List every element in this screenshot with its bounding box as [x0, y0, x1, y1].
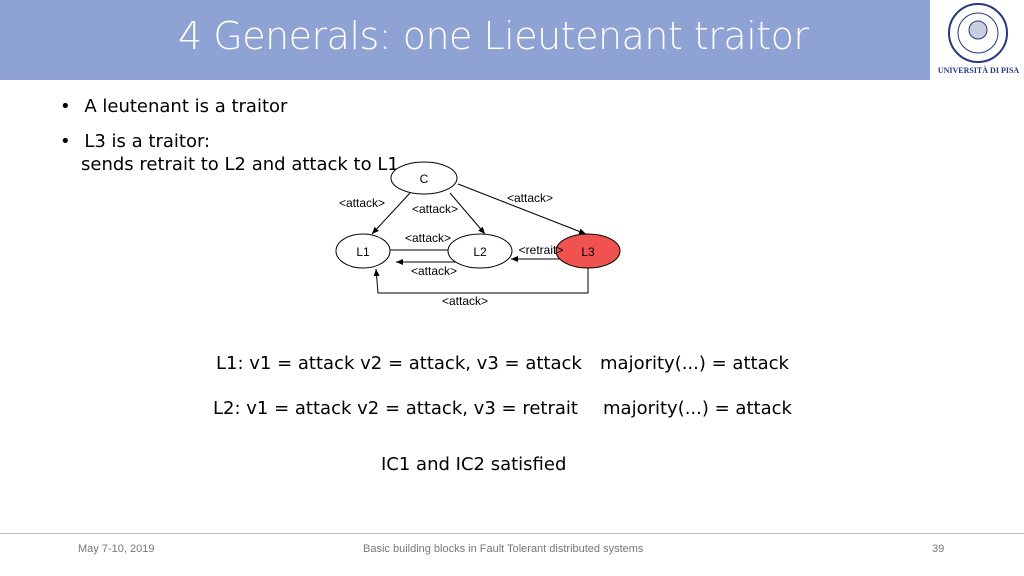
conclusion: IC1 and IC2 satisfied: [381, 454, 567, 475]
bullet-1: • A leutenant is a traitor: [60, 96, 288, 117]
edge-l2-l1-label: <attack>: [411, 264, 457, 278]
edge-c-l2-label: <attack>: [412, 202, 458, 216]
edge-c-l1-label: <attack>: [339, 196, 385, 210]
edge-c-l1: [371, 192, 411, 235]
l1-values: L1: v1 = attack v2 = attack, v3 = attack: [216, 353, 582, 374]
edge-l1-l2-label: <attack>: [405, 231, 451, 245]
edge-c-l3-label: <attack>: [507, 191, 553, 205]
node-l3: [555, 233, 621, 269]
bullet-2: • L3 is a traitor:: [60, 131, 211, 152]
page-number: 39: [932, 543, 945, 555]
node-c: [390, 161, 458, 195]
node-l1-label: L1: [356, 245, 370, 259]
footer-divider: [0, 533, 1024, 534]
university-logo: UNIVERSITÀ DI PISA: [933, 0, 1024, 80]
slide-title: 4 Generals: one Lieutenant traitor: [178, 14, 809, 58]
l1-majority: majority(...) = attack: [600, 353, 789, 374]
edge-l3-l1: [373, 268, 589, 294]
node-c-label: C: [420, 172, 429, 186]
edge-c-l2: [449, 192, 486, 235]
edge-l3-l2-label: <retrait>: [519, 243, 564, 257]
node-l2-label: L2: [473, 245, 487, 259]
footer-date: May 7-10, 2019: [78, 543, 155, 555]
edge-l3-l1-label: <attack>: [442, 294, 488, 308]
edge-c-l3: [457, 183, 587, 235]
seal-icon: [948, 3, 1008, 63]
footer-course: Basic building blocks in Fault Tolerant …: [363, 543, 644, 555]
node-l1: [335, 233, 391, 269]
l2-values: L2: v1 = attack v2 = attack, v3 = retrai…: [213, 398, 578, 419]
node-l2: [447, 233, 513, 269]
node-l3-label: L3: [581, 245, 595, 259]
logo-text: UNIVERSITÀ DI PISA: [937, 66, 1020, 75]
bullet-2-continuation: sends retrait to L2 and attack to L1: [81, 154, 399, 175]
l2-majority: majority(...) = attack: [603, 398, 792, 419]
header-bar: [0, 0, 930, 80]
